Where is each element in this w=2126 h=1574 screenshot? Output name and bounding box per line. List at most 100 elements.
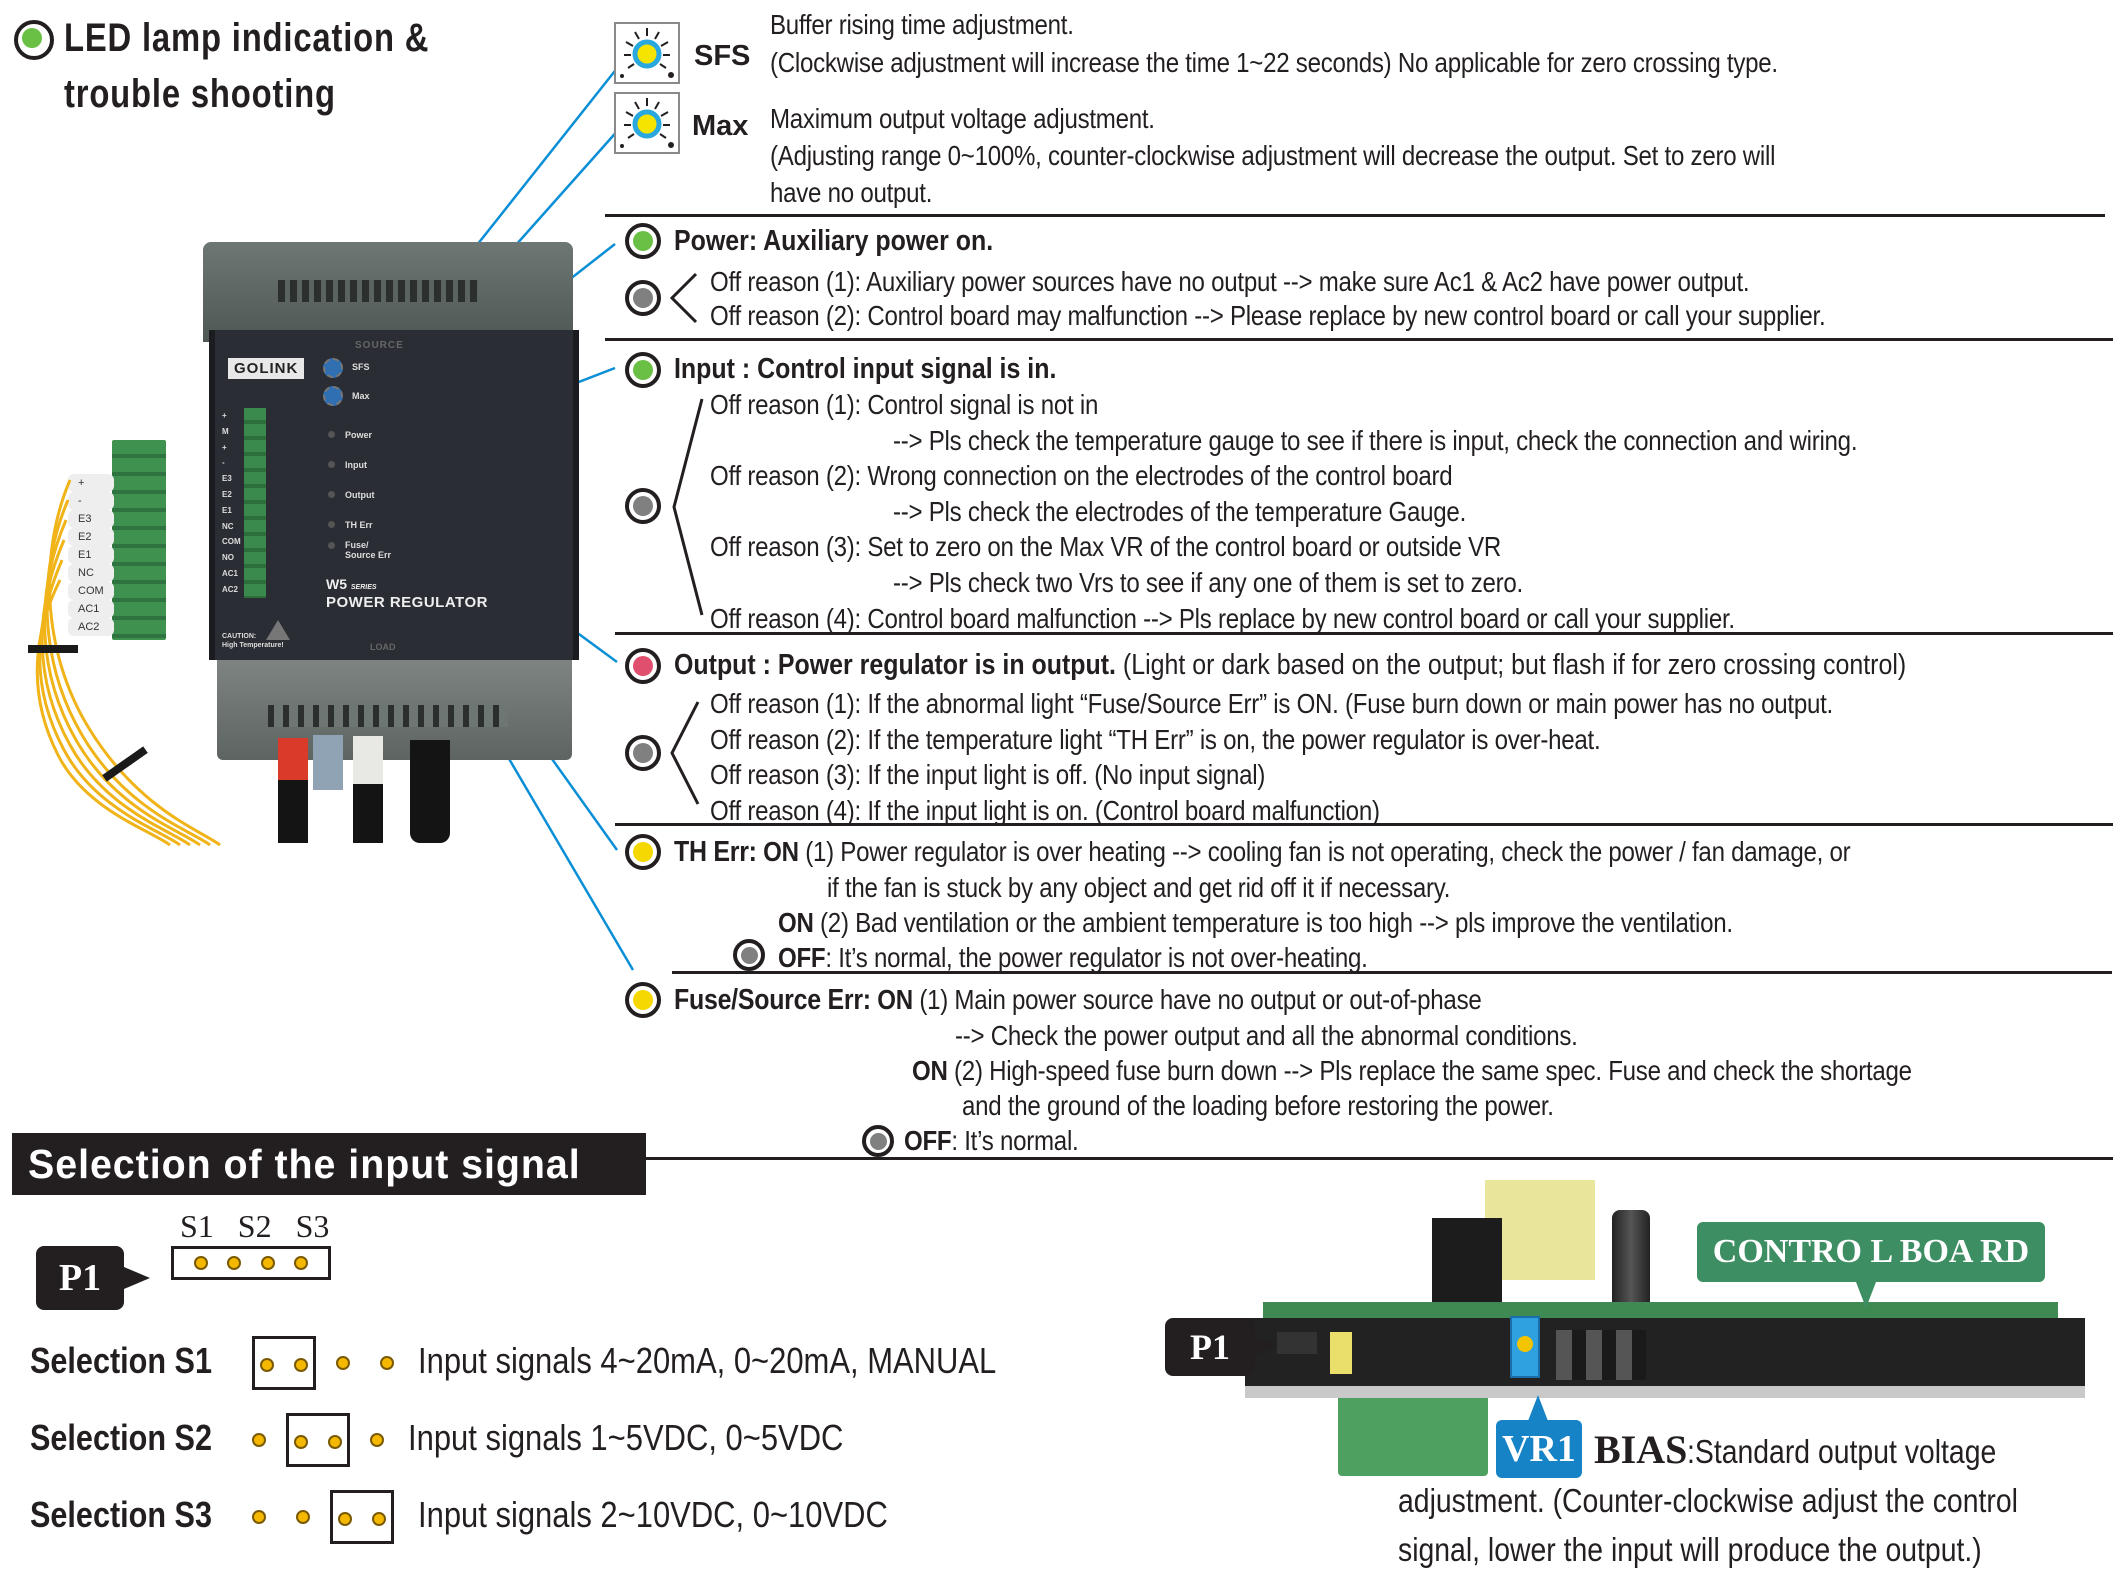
red-cable — [278, 738, 308, 843]
pin-icon — [296, 1510, 311, 1524]
vr1-pot-icon — [1510, 1316, 1540, 1378]
pin-icon — [370, 1433, 385, 1447]
th-err-on1-cont: if the fan is stuck by any object and ge… — [827, 872, 1451, 903]
fuse-err-on1: Fuse/Source Err: ON (1) Main power sourc… — [674, 984, 1482, 1016]
power-led-on-icon — [625, 223, 661, 259]
power-reason-1: Off reason (1): Auxiliary power sources … — [710, 266, 1750, 297]
divider-power — [605, 214, 2105, 217]
fuse-err-led-on-icon — [625, 982, 661, 1018]
output-heading: Output : Power regulator is in output. (… — [674, 649, 1907, 681]
fuse-err-led-off-icon — [862, 1125, 894, 1157]
device-terminal-block — [244, 408, 266, 598]
pin-label-s2: S2 — [237, 1208, 272, 1244]
output-reason-1: Off reason (1): If the abnormal light “F… — [710, 688, 1833, 719]
bias-description: BIAS:Standard output voltage — [1594, 1427, 1997, 1472]
pin-icon — [260, 1256, 275, 1270]
input-reason-4: Off reason (4): Control board malfunctio… — [710, 602, 1735, 634]
max-line-3: have no output. — [770, 177, 933, 208]
device-top-vents — [278, 280, 478, 302]
device-bottom-vents — [268, 705, 508, 727]
selection-row-s1: Selection S1 Input signals 4~20mA, 0~20m… — [30, 1336, 1090, 1390]
pin-icon — [336, 1356, 351, 1370]
max-line-2: (Adjusting range 0~100%, counter-clockwi… — [770, 140, 1776, 171]
th-err-block: TH Err: ON (1) Power regulator is over h… — [674, 834, 2042, 975]
output-reasons: Off reason (1): If the abnormal light “F… — [710, 686, 2016, 828]
output-reason-3: Off reason (3): If the input light is of… — [710, 759, 1266, 790]
bias-line-3: signal, lower the input will produce the… — [1398, 1531, 1982, 1568]
divider-th-err — [615, 823, 2113, 826]
input-reason-3: Off reason (3): Set to zero on the Max V… — [710, 531, 1502, 563]
input-led-on-icon — [625, 352, 661, 388]
power-reasons: Off reason (1): Auxiliary power sources … — [710, 265, 2007, 333]
bias-description-cont: adjustment. (Counter-clockwise adjust th… — [1398, 1476, 2119, 1574]
sfs-line-1: Buffer rising time adjustment. — [770, 9, 1074, 40]
yellow-wire-bundle — [28, 479, 221, 847]
board-p1-arrow-icon — [1255, 1336, 1277, 1356]
jumper-icon — [330, 1490, 395, 1544]
device-caution-label: CAUTION:High Temperature! — [222, 633, 284, 649]
green-terminal-block — [1338, 1398, 1488, 1476]
selection-title: Selection of the input signal — [12, 1133, 646, 1195]
output-bracket — [670, 701, 700, 805]
input-reasons: Off reason (1): Control signal is not in… — [710, 387, 2014, 636]
bias-line-2: adjustment. (Counter-clockwise adjust th… — [1398, 1482, 2018, 1519]
blue-capacitor — [313, 735, 343, 790]
device-max-knob-icon — [323, 386, 343, 406]
output-reason-4: Off reason (4): If the input light is on… — [710, 794, 1380, 826]
th-err-on2: ON (2) Bad ventilation or the ambient te… — [778, 907, 1733, 938]
diodes — [1556, 1330, 1646, 1380]
vr1-pointer — [1528, 1395, 1548, 1421]
p1-tag: P1 — [36, 1246, 124, 1310]
selection-row-s3: Selection S3 Input signals 2~10VDC, 0~10… — [30, 1490, 964, 1544]
divider-input — [605, 338, 2113, 341]
input-led-off-icon — [625, 488, 661, 524]
fuse-err-on2-cont: and the ground of the loading before res… — [962, 1090, 1554, 1121]
pin-label-s1: S1 — [180, 1208, 214, 1244]
sfs-line-2: (Clockwise adjustment will increase the … — [770, 47, 1778, 78]
device-led-th-err: TH Err — [328, 510, 391, 540]
power-led-off-icon — [625, 280, 661, 316]
pin-icon — [193, 1256, 208, 1270]
fuse-err-off: OFF: It’s normal. — [904, 1125, 1079, 1156]
max-knob-icon — [614, 92, 680, 154]
fuse-err-on1-cont: --> Check the power output and all the a… — [955, 1020, 1578, 1051]
input-reason-1: Off reason (1): Control signal is not in — [710, 389, 1099, 420]
max-description: Maximum output voltage adjustment. (Adju… — [770, 100, 1939, 211]
capacitor — [1612, 1210, 1650, 1310]
device-source-label: SOURCE — [355, 340, 404, 351]
jumper-icon — [252, 1336, 317, 1390]
board-p1-tag: P1 — [1165, 1318, 1255, 1376]
power-heading: Power: Auxiliary power on. — [674, 225, 994, 257]
sfs-description: Buffer rising time adjustment. (Clockwis… — [770, 8, 1942, 80]
title-line-1: LED lamp indication & — [64, 16, 430, 60]
output-note: (Light or dark based on the output; but … — [1122, 649, 1907, 681]
device-led-power: Power — [328, 420, 391, 450]
black-cable — [410, 740, 450, 843]
pin-icon — [380, 1356, 395, 1370]
warning-triangle-icon — [266, 620, 290, 640]
pin-label-s3: S3 — [295, 1208, 330, 1244]
device-led-input: Input — [328, 450, 391, 480]
device-brand-logo: GOLINK — [228, 358, 305, 379]
pin-icon — [252, 1510, 266, 1524]
input-reason-2-action: --> Pls check the electrodes of the temp… — [893, 495, 1467, 527]
page-title: LED lamp indication & trouble shooting — [64, 10, 429, 122]
th-err-led-on-icon — [625, 834, 661, 870]
divider-fuse-err — [672, 971, 2112, 974]
sfs-label: SFS — [694, 40, 751, 72]
power-bracket — [669, 272, 698, 324]
p1-connector — [1277, 1332, 1317, 1354]
device-load-label: LOAD — [370, 642, 396, 652]
input-bracket — [672, 398, 704, 616]
p1-header-pins — [171, 1246, 331, 1280]
p1-arrow-icon — [124, 1267, 150, 1289]
fuse-err-on2: ON (2) High-speed fuse burn down --> Pls… — [912, 1055, 1912, 1086]
relay-black — [1432, 1218, 1502, 1308]
selection-row-s2: Selection S2 Input signals 1~5VDC, 0~5VD… — [30, 1413, 914, 1467]
fuse-err-block: Fuse/Source Err: ON (1) Main power sourc… — [674, 982, 2075, 1158]
output-led-on-icon — [625, 648, 661, 684]
pin-icon — [227, 1256, 242, 1270]
device-series-label: W5 SERIES — [326, 576, 377, 592]
jumper-yellow — [1330, 1332, 1352, 1374]
external-terminal-block — [112, 440, 166, 640]
